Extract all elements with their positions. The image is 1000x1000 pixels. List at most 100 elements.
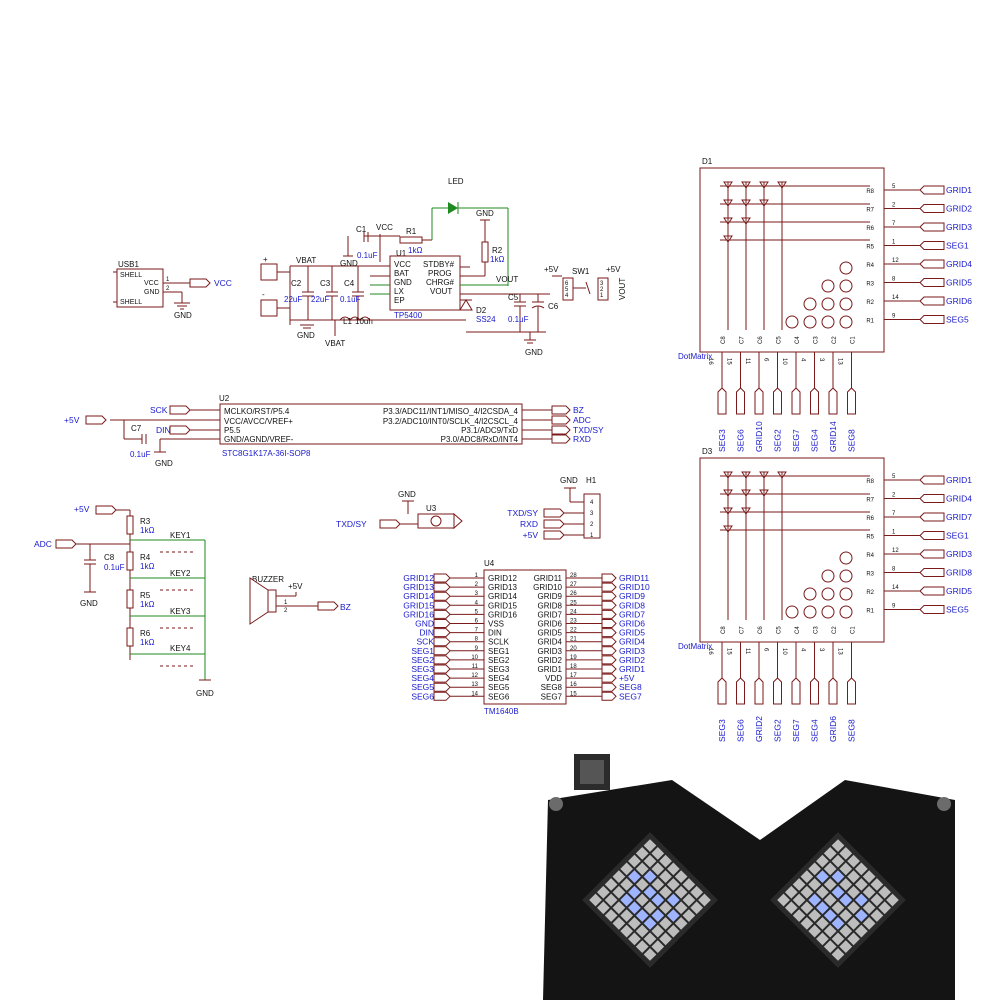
matrix-col-pin: 4 xyxy=(800,648,806,652)
u4-right-pin: GRID1 xyxy=(538,665,563,674)
svg-text:20: 20 xyxy=(570,646,577,652)
u4-right-net: GRID10 xyxy=(619,582,650,592)
svg-text:1: 1 xyxy=(166,277,170,283)
svg-text:13: 13 xyxy=(471,682,478,688)
matrix-row-pin: 2 xyxy=(892,493,896,499)
svg-text:SHELL: SHELL xyxy=(120,272,142,279)
u4-right-net: GRID1 xyxy=(619,664,645,674)
u4-tm1640b: U4 GRID121GRID12GRID132GRID13GRID143GRID… xyxy=(403,559,650,716)
u4-right-pin: GRID9 xyxy=(538,592,563,601)
matrix-col-pin: 4 xyxy=(800,358,806,362)
svg-text:VCC: VCC xyxy=(144,280,159,287)
matrix-col-label: C8 xyxy=(721,626,727,634)
mcu-u2: U2 MCLKO/RST/P5.4 VCC/AVCC/VREF+ P5.5 GN… xyxy=(64,394,604,468)
svg-text:TP5400: TP5400 xyxy=(394,311,423,320)
matrix-col-label: C1 xyxy=(851,626,857,634)
svg-text:GND: GND xyxy=(196,689,214,698)
svg-text:27: 27 xyxy=(570,582,577,588)
u4-right-net: GRID3 xyxy=(619,646,645,656)
svg-text:ADC: ADC xyxy=(34,539,52,549)
matrix-row-net: SEG1 xyxy=(946,241,969,251)
u4-right-pin: GRID3 xyxy=(538,647,563,656)
svg-text:10uh: 10uh xyxy=(355,317,373,326)
matrix-row-label: R6 xyxy=(866,516,874,522)
u4-left-net: SEG2 xyxy=(411,655,434,665)
svg-text:MCLKO/RST/P5.4: MCLKO/RST/P5.4 xyxy=(224,407,290,416)
svg-text:19: 19 xyxy=(570,655,577,661)
matrix-row-pin: 8 xyxy=(892,277,896,283)
matrix-col-pin: 11 xyxy=(744,648,750,655)
svg-text:P3.1/ADC9/TxD: P3.1/ADC9/TxD xyxy=(461,426,518,435)
svg-text:24: 24 xyxy=(570,609,577,615)
svg-text:VBAT: VBAT xyxy=(325,339,345,348)
svg-text:R2: R2 xyxy=(492,246,503,255)
svg-text:6: 6 xyxy=(475,619,479,625)
u4-right-net: GRID9 xyxy=(619,591,645,601)
u3-receiver: GND U3 TXD/SY xyxy=(336,490,463,530)
matrix-row-pin: 5 xyxy=(892,184,896,190)
svg-text:8: 8 xyxy=(475,637,479,643)
u4-right-net: +5V xyxy=(619,673,635,683)
svg-text:+5V: +5V xyxy=(523,530,539,540)
svg-text:U3: U3 xyxy=(426,504,437,513)
matrix-col-label: C1 xyxy=(851,336,857,344)
u4-left-net: SEG5 xyxy=(411,682,434,692)
svg-text:22uF: 22uF xyxy=(284,295,302,304)
u4-left-net: SCK xyxy=(417,637,435,647)
svg-text:2: 2 xyxy=(166,286,170,292)
svg-text:GND: GND xyxy=(80,599,98,608)
svg-text:GND: GND xyxy=(525,348,543,357)
svg-text:1kΩ: 1kΩ xyxy=(408,246,422,255)
u4-right-pin: SEG7 xyxy=(541,692,563,701)
matrix-col-net: SEG3 xyxy=(717,719,727,742)
svg-text:2: 2 xyxy=(284,608,288,614)
svg-text:4: 4 xyxy=(590,500,594,506)
svg-text:VCC: VCC xyxy=(394,260,411,269)
matrix-col-label: C3 xyxy=(814,336,820,344)
svg-text:KEY3: KEY3 xyxy=(170,607,191,616)
svg-text:C2: C2 xyxy=(291,279,302,288)
svg-text:0.1uF: 0.1uF xyxy=(340,295,361,304)
svg-text:11: 11 xyxy=(472,664,479,670)
matrix-row-pin: 9 xyxy=(892,604,896,610)
matrix-col-pin: 15 xyxy=(726,358,732,365)
matrix-col-label: C7 xyxy=(740,336,746,344)
matrix-col-net: GRID6 xyxy=(828,716,838,742)
svg-text:VOUT: VOUT xyxy=(430,287,452,296)
matrix-row-label: R4 xyxy=(866,263,874,269)
svg-text:KEY4: KEY4 xyxy=(170,644,191,653)
matrix-col-pin: 15 xyxy=(726,648,732,655)
u4-right-net: GRID6 xyxy=(619,619,645,629)
matrix-row-pin: 7 xyxy=(892,511,896,517)
matrix-row-net: GRID5 xyxy=(946,278,972,288)
matrix-row-label: R2 xyxy=(866,590,874,596)
matrix-row-label: R3 xyxy=(866,572,874,578)
svg-text:22: 22 xyxy=(570,628,577,634)
matrix-row-label: R7 xyxy=(866,498,874,504)
svg-text:GND: GND xyxy=(394,278,412,287)
u4-left-pin: GRID16 xyxy=(488,610,517,619)
u4-left-pin: SEG6 xyxy=(488,692,510,701)
matrix-col-net: SEG4 xyxy=(810,719,820,742)
matrix-row-label: R2 xyxy=(866,300,874,306)
svg-text:KEY2: KEY2 xyxy=(170,569,191,578)
svg-text:SCK: SCK xyxy=(150,405,168,415)
u4-left-pin: GRID15 xyxy=(488,601,517,610)
matrix-col-pin: 6 xyxy=(763,648,769,652)
svg-text:GND: GND xyxy=(155,459,173,468)
svg-text:26: 26 xyxy=(570,591,577,597)
matrix-row-label: R7 xyxy=(866,208,874,214)
svg-text:GND/AGND/VREF-: GND/AGND/VREF- xyxy=(224,435,294,444)
svg-text:1kΩ: 1kΩ xyxy=(140,526,154,535)
matrix-col-net: SEG2 xyxy=(773,719,783,742)
matrix-col-net: GRID2 xyxy=(754,716,764,742)
matrix-row-pin: 14 xyxy=(892,295,899,301)
matrix-col-label: C5 xyxy=(777,626,783,634)
svg-text:22uF: 22uF xyxy=(311,295,329,304)
svg-text:1: 1 xyxy=(475,573,479,579)
matrix-col-label: C3 xyxy=(814,626,820,634)
u4-left-net: DIN xyxy=(419,628,434,638)
svg-text:+5V: +5V xyxy=(64,415,80,425)
u1-ref: U1 xyxy=(396,249,407,258)
